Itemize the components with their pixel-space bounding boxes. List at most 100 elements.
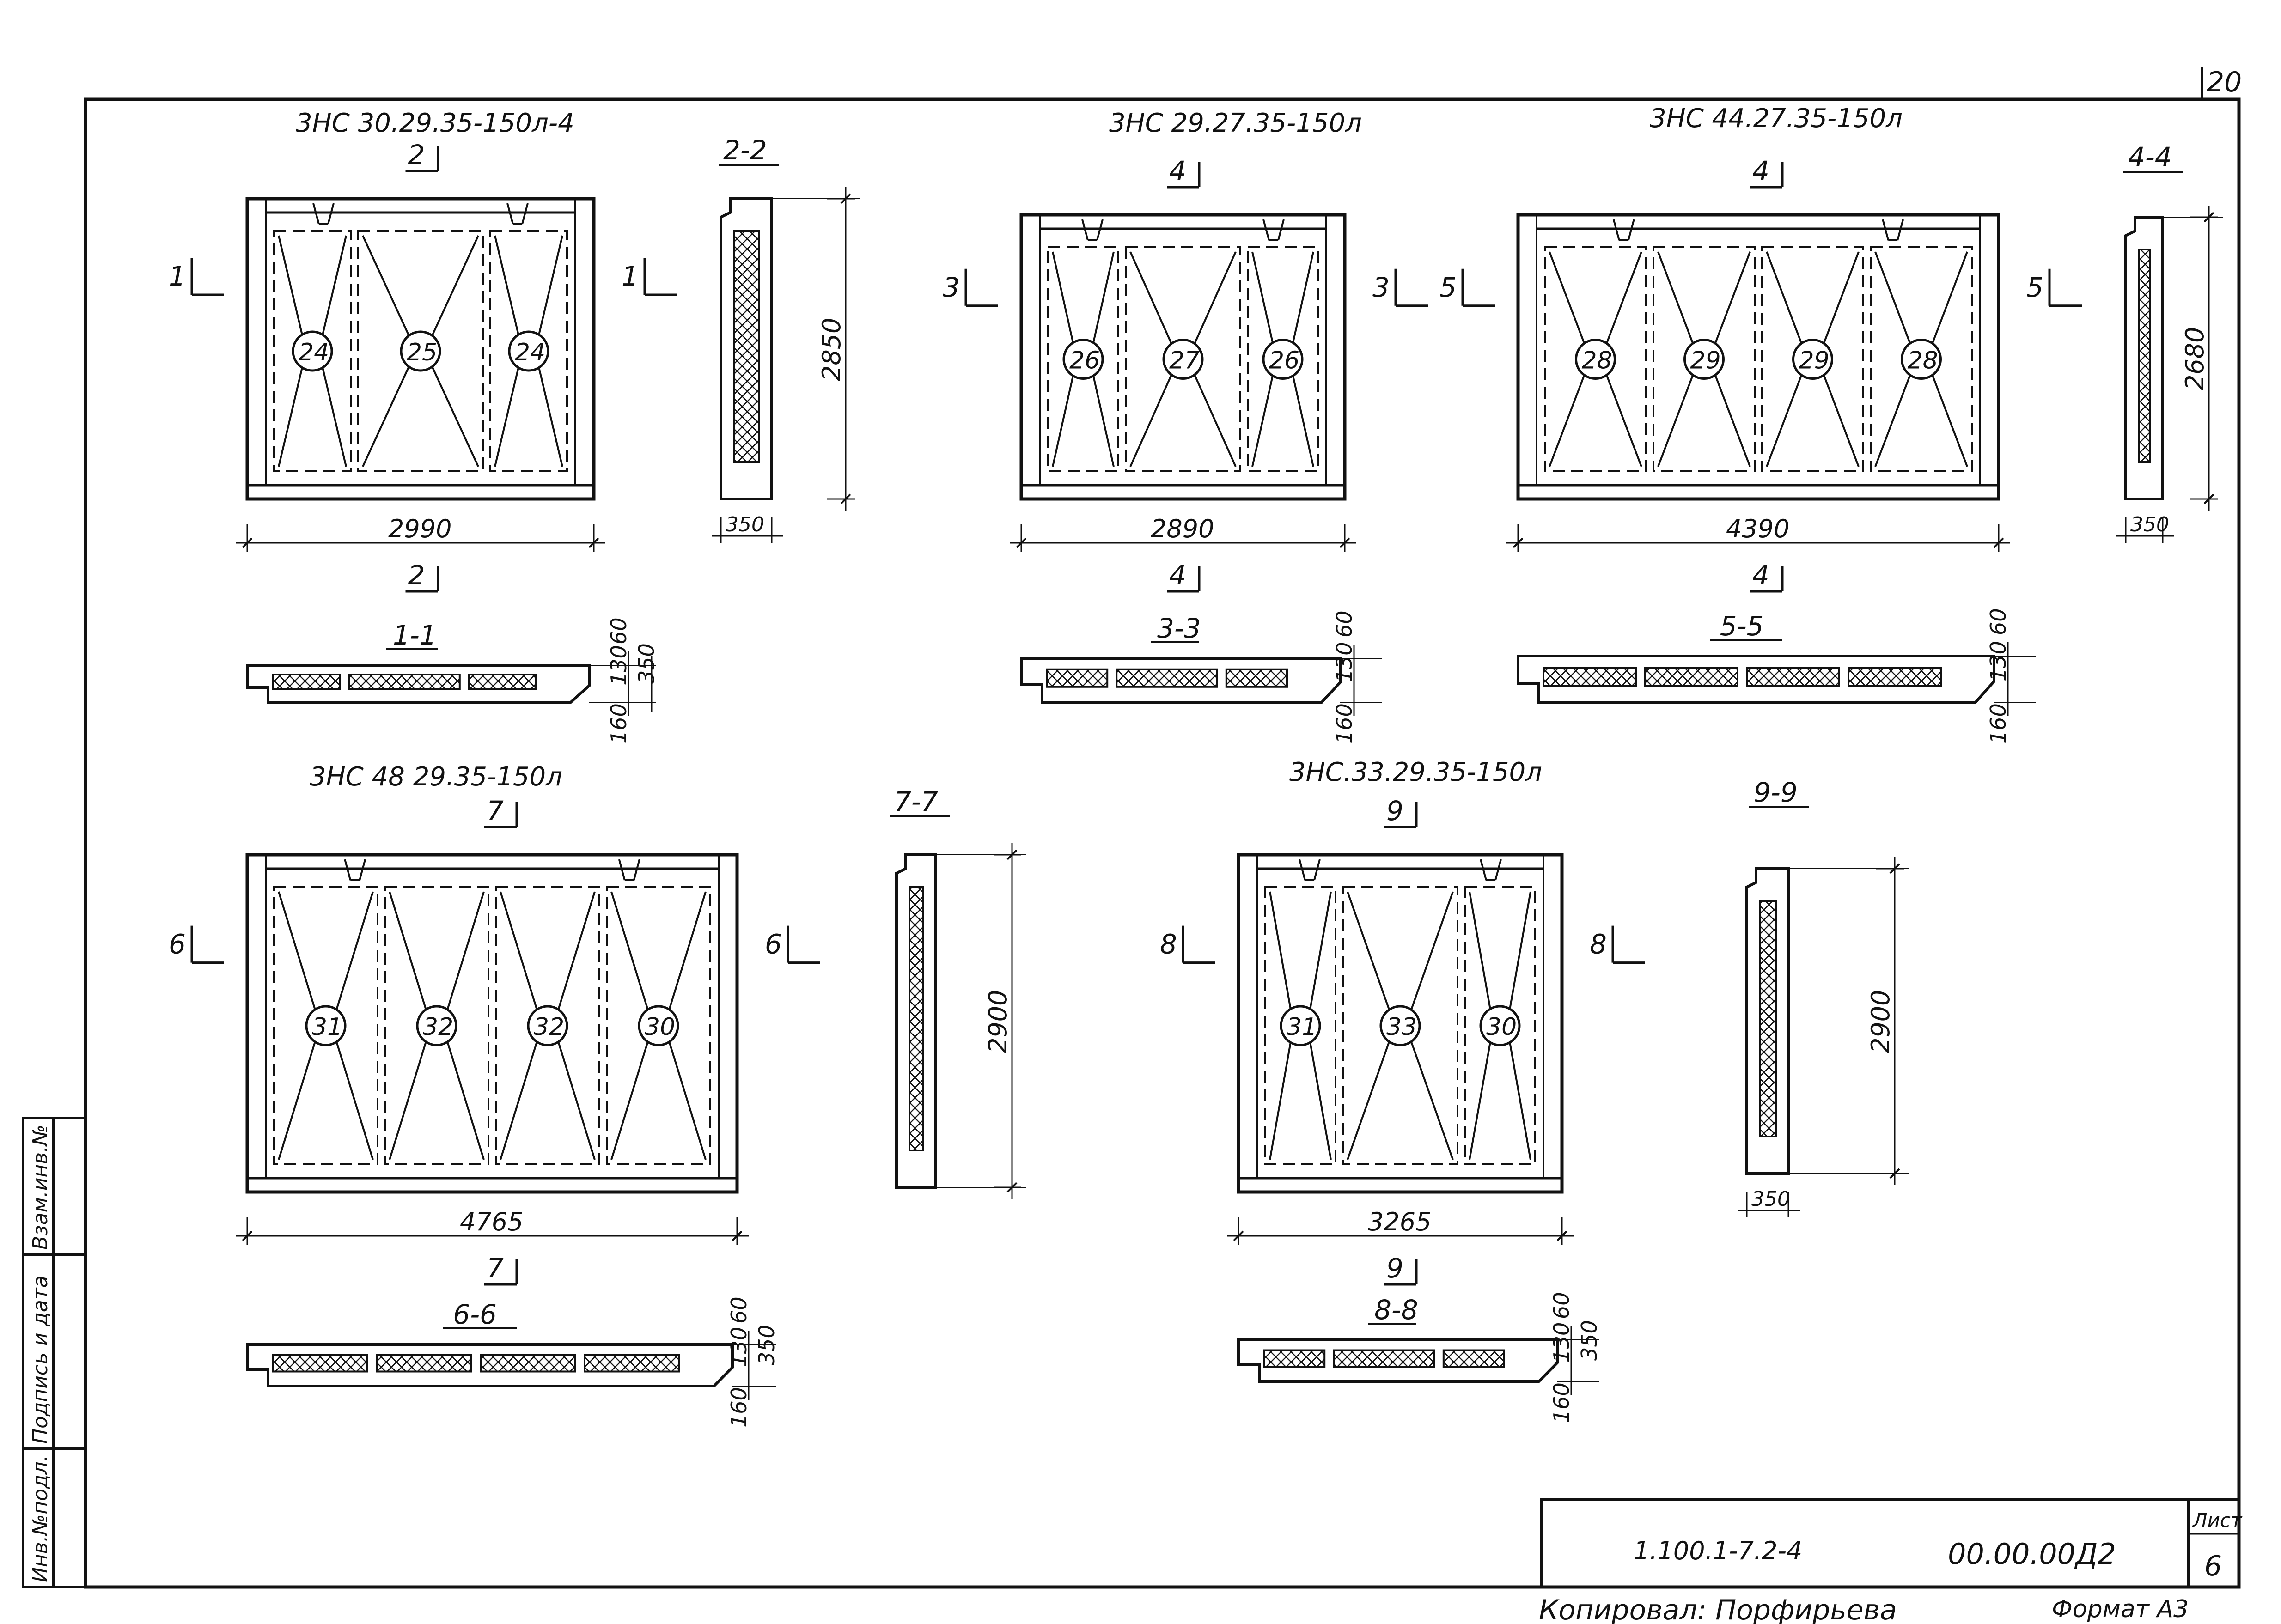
cut-mark-left: 6 [169,925,224,964]
plan-section-dim: 160 [1549,1382,1574,1423]
mesh-marker-number: 30 [1486,1013,1517,1041]
vertical-section-insulation [1759,900,1777,1137]
insulation-block [480,1354,576,1373]
bay-2: 32 [384,886,489,1165]
sheet-frame [84,67,2241,1589]
mesh-marker [508,330,549,372]
bay-1: 24 [273,230,352,472]
stamp-replaced-inventory: Взам.инв.№ [29,1125,52,1250]
panel-title: 3НС 30.29.35-150л-4 [296,108,574,138]
plan-section-dim: 350 [634,643,659,684]
cut-mark-top-label: 7 [487,795,504,827]
mesh-marker [305,1005,347,1046]
bay-2: 27 [1125,246,1241,472]
bay-3: 26 [1247,246,1319,472]
insulation-block [376,1354,472,1373]
cut-mark-bottom: 9 [1384,1253,1418,1286]
plan-section-dim: 160 [606,703,631,744]
lifting-loop [618,859,640,881]
plan-section-label: 5-5 [1720,610,1764,642]
vertical-section-height: 2850 [817,187,855,511]
lifting-loop [1299,859,1321,881]
cut-mark-right-label: 3 [1372,272,1390,303]
vertical-section-insulation [733,230,760,463]
cut-mark-top: 9 [1384,795,1418,828]
mesh-marker [1792,339,1833,380]
mesh-marker [1575,339,1616,380]
cut-mark-top: 7 [484,795,518,828]
plan-section-dim: 130 [726,1327,751,1368]
mesh-marker-number: 29 [1690,347,1721,375]
cut-mark-left: 5 [1439,268,1495,307]
cut-mark-right-label: 5 [2026,272,2043,303]
cut-mark-top-label: 4 [1169,155,1186,187]
vertical-section-thickness-label: 350 [2130,513,2169,536]
panel-outline [1237,853,1564,1194]
mesh-marker-number: 31 [312,1013,342,1041]
title-block [1540,1498,2240,1588]
plan-section-dim: 350 [754,1325,779,1365]
insulation-block [1746,667,1840,687]
mesh-marker [1901,339,1942,380]
lifting-loop [1882,219,1904,241]
document-mark: 00.00.00Д2 [1948,1537,2116,1571]
plan-section-dim: 350 [1577,1320,1602,1361]
bay-4: 30 [606,886,711,1165]
cut-mark-left-label: 8 [1160,929,1177,960]
cut-mark-right: 1 [622,258,677,296]
width-dimension: 2990 [236,514,605,552]
bay-2: 33 [1342,886,1458,1165]
paper-format: Формат А3 [2052,1595,2189,1623]
plan-section-label: 1-1 [393,620,437,651]
bay-3: 32 [495,886,600,1165]
mesh-marker-number: 28 [1908,347,1938,375]
insulation-block [1333,1349,1435,1368]
sheet-number: 6 [2204,1550,2222,1582]
cut-mark-left-label: 1 [169,261,186,292]
plan-section-dim: 160 [1986,703,2011,744]
lifting-loop [312,203,335,225]
plan-section-dim: 160 [1332,703,1357,744]
cut-mark-top-label: 9 [1386,795,1403,827]
mesh-marker [416,1005,457,1046]
cut-mark-top: 2 [405,139,439,172]
mesh-marker-number: 33 [1386,1013,1417,1041]
vertical-section-label: 2-2 [723,134,767,166]
vertical-section-height: 2900 [983,843,1021,1199]
bay-1: 31 [1264,886,1336,1165]
side-stamp [22,1117,87,1588]
cut-mark-bottom: 4 [1167,560,1201,593]
insulation-block [1116,668,1218,688]
mesh-marker-number: 24 [299,339,329,366]
vertical-section-height: 2900 [1866,857,1904,1185]
bay-2: 29 [1653,246,1756,472]
mesh-marker [527,1005,568,1046]
insulation-block [468,674,537,690]
width-dimension-label: 2890 [1151,514,1214,543]
cut-mark-right-label: 6 [765,929,782,960]
cut-mark-top-label: 4 [1752,155,1769,187]
cut-mark-right: 8 [1590,925,1645,964]
plan-section-dim: 160 [726,1387,751,1428]
mesh-marker-number: 32 [423,1013,453,1041]
vertical-section-height-label: 2850 [817,318,846,381]
mesh-marker [292,330,333,372]
stamp-inventory-original: Инв.№подл. [29,1455,52,1582]
cut-mark-left-label: 6 [169,929,186,960]
bay-3: 29 [1761,246,1864,472]
cut-mark-bottom: 2 [405,560,439,593]
plan-section-label: 3-3 [1157,613,1201,644]
bay-3: 24 [489,230,568,472]
insulation-block [348,674,461,690]
cut-mark-bottom: 4 [1750,560,1784,593]
panel-outline [1019,213,1347,501]
mesh-marker-number: 29 [1799,347,1830,375]
panel-outline [245,197,596,501]
